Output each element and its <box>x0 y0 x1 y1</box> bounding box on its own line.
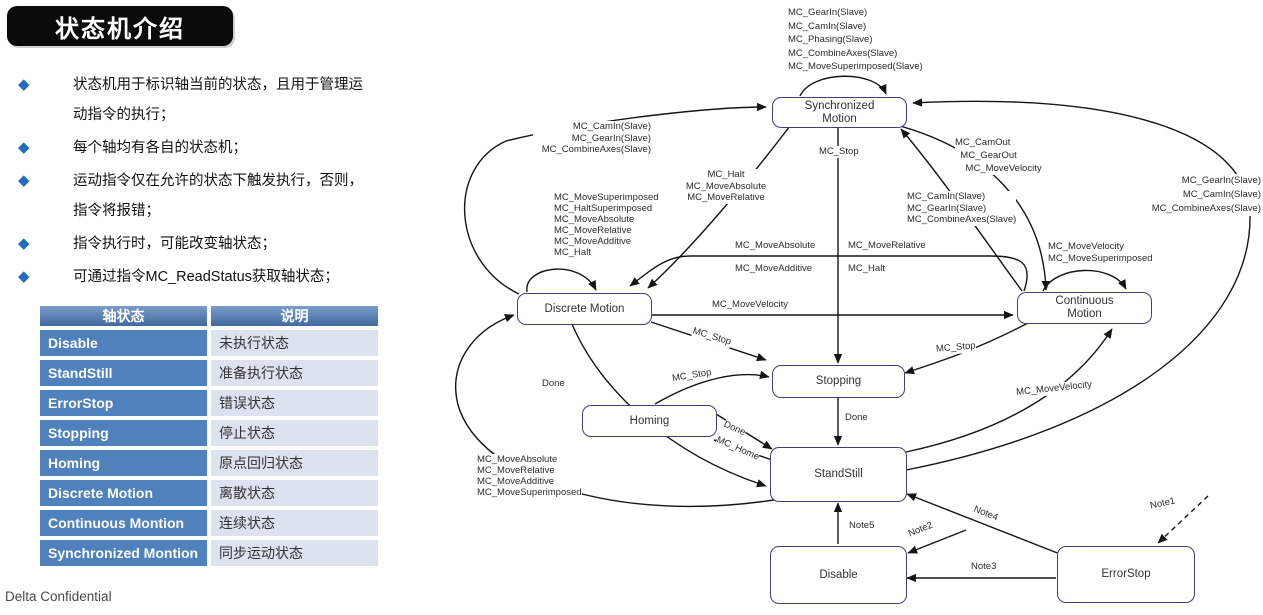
confidential-footer: Delta Confidential <box>5 589 112 604</box>
state-synchronized-motion: Synchronized Motion <box>772 97 907 128</box>
table-header-row: 轴状态 说明 <box>40 306 378 326</box>
edge-label-stopping-done: Done <box>845 412 868 424</box>
page-title-text: 状态机介绍 <box>55 15 185 43</box>
cell-desc: 离散状态 <box>211 480 378 506</box>
edge-label-move-additive: MC_MoveAdditive <box>735 263 813 275</box>
cell-state: Continuous Montion <box>40 510 207 536</box>
state-disable: Disable <box>770 546 907 604</box>
edge-label-discrete-done: Done <box>542 378 565 390</box>
edge-label-discrete-to-continuous: MC_MoveVelocity <box>712 299 789 311</box>
edge-label-standstill-to-discrete: MC_MoveAbsolute MC_MoveRelative MC_MoveA… <box>477 454 582 498</box>
cell-state: ErrorStop <box>40 390 207 416</box>
page-title: 状态机介绍 <box>7 6 233 46</box>
edge-label-note5: Note5 <box>849 520 875 532</box>
bullet-list: ◆ 状态机用于标识轴当前的状态，且用于管理运 动指令的执行； ◆ 每个轴均有各自… <box>18 70 438 295</box>
cell-state: Discrete Motion <box>40 480 207 506</box>
cell-desc: 准备执行状态 <box>211 360 378 386</box>
cell-state: Disable <box>40 330 207 356</box>
cell-state: Stopping <box>40 420 207 446</box>
list-item: ◆ 可通过指令MC_ReadStatus获取轴状态； <box>18 262 438 292</box>
edge-label-halt: MC_Halt <box>848 263 885 275</box>
edge-label-standstill-to-sync: MC_GearIn(Slave) MC_CamIn(Slave) MC_Comb… <box>1135 174 1261 216</box>
edge-label-discrete-self: MC_MoveSuperimposed MC_HaltSuperimposed … <box>554 192 659 258</box>
cell-desc: 同步运动状态 <box>211 540 378 566</box>
list-item: ◆ 每个轴均有各自的状态机； <box>18 133 438 163</box>
list-item: ◆ 运动指令仅在允许的状态下触发执行，否则， 指令将报错； <box>18 166 438 226</box>
state-discrete-motion: Discrete Motion <box>517 293 652 325</box>
cell-state: StandStill <box>40 360 207 386</box>
cell-desc: 连续状态 <box>211 510 378 536</box>
list-item: ◆ 状态机用于标识轴当前的状态，且用于管理运 动指令的执行； <box>18 70 438 130</box>
bullet-text: 指令执行时，可能改变轴状态； <box>73 236 276 252</box>
edge-label-move-relative: MC_MoveRelative <box>848 240 926 252</box>
edge-label-continuous-self: MC_MoveVelocity MC_MoveSuperimposed <box>1048 241 1153 265</box>
edge-label-move-absolute: MC_MoveAbsolute <box>735 240 816 252</box>
cell-desc: 原点回归状态 <box>211 450 378 476</box>
column-header: 轴状态 <box>40 306 207 326</box>
cell-state: Synchronized Montion <box>40 540 207 566</box>
bullet-text: 状态机用于标识轴当前的状态，且用于管理运 动指令的执行； <box>73 77 363 123</box>
state-homing: Homing <box>582 405 717 437</box>
edge-label-sync-self: MC_GearIn(Slave) MC_CamIn(Slave) MC_Phas… <box>788 6 923 74</box>
cell-desc: 未执行状态 <box>211 330 378 356</box>
edge-label-sync-to-discrete: MC_Halt MC_MoveAbsolute MC_MoveRelative <box>671 169 781 204</box>
edge-label-discrete-to-sync: MC_CamIn(Slave) MC_GearIn(Slave) MC_Comb… <box>533 121 651 156</box>
cell-desc: 错误状态 <box>211 390 378 416</box>
edge-label-sync-stop: MC_Stop <box>819 146 859 158</box>
bullet-diamond-icon: ◆ <box>18 172 30 189</box>
bullet-diamond-icon: ◆ <box>18 76 30 93</box>
column-header: 说明 <box>211 306 378 326</box>
cell-state: Homing <box>40 450 207 476</box>
bullet-text: 每个轴均有各自的状态机； <box>73 140 247 156</box>
edge-label-sync-to-continuous: MC_CamOut MC_GearOut MC_MoveVelocity <box>955 136 1042 175</box>
state-errorstop: ErrorStop <box>1057 546 1195 603</box>
bullet-diamond-icon: ◆ <box>18 139 30 156</box>
state-stopping: Stopping <box>772 365 905 398</box>
bullet-diamond-icon: ◆ <box>18 235 30 252</box>
state-continuous-motion: Continuous Motion <box>1017 292 1152 324</box>
list-item: ◆ 指令执行时，可能改变轴状态； <box>18 229 438 259</box>
edge-label-continuous-to-sync: MC_CamIn(Slave) MC_GearIn(Slave) MC_Comb… <box>907 191 1017 226</box>
state-standstill: StandStill <box>770 447 907 502</box>
bullet-text: 运动指令仅在允许的状态下触发执行，否则， 指令将报错； <box>73 173 363 219</box>
edge-label-note3: Note3 <box>971 561 997 573</box>
cell-desc: 停止状态 <box>211 420 378 446</box>
bullet-diamond-icon: ◆ <box>18 268 30 285</box>
bullet-text: 可通过指令MC_ReadStatus获取轴状态； <box>73 269 339 285</box>
